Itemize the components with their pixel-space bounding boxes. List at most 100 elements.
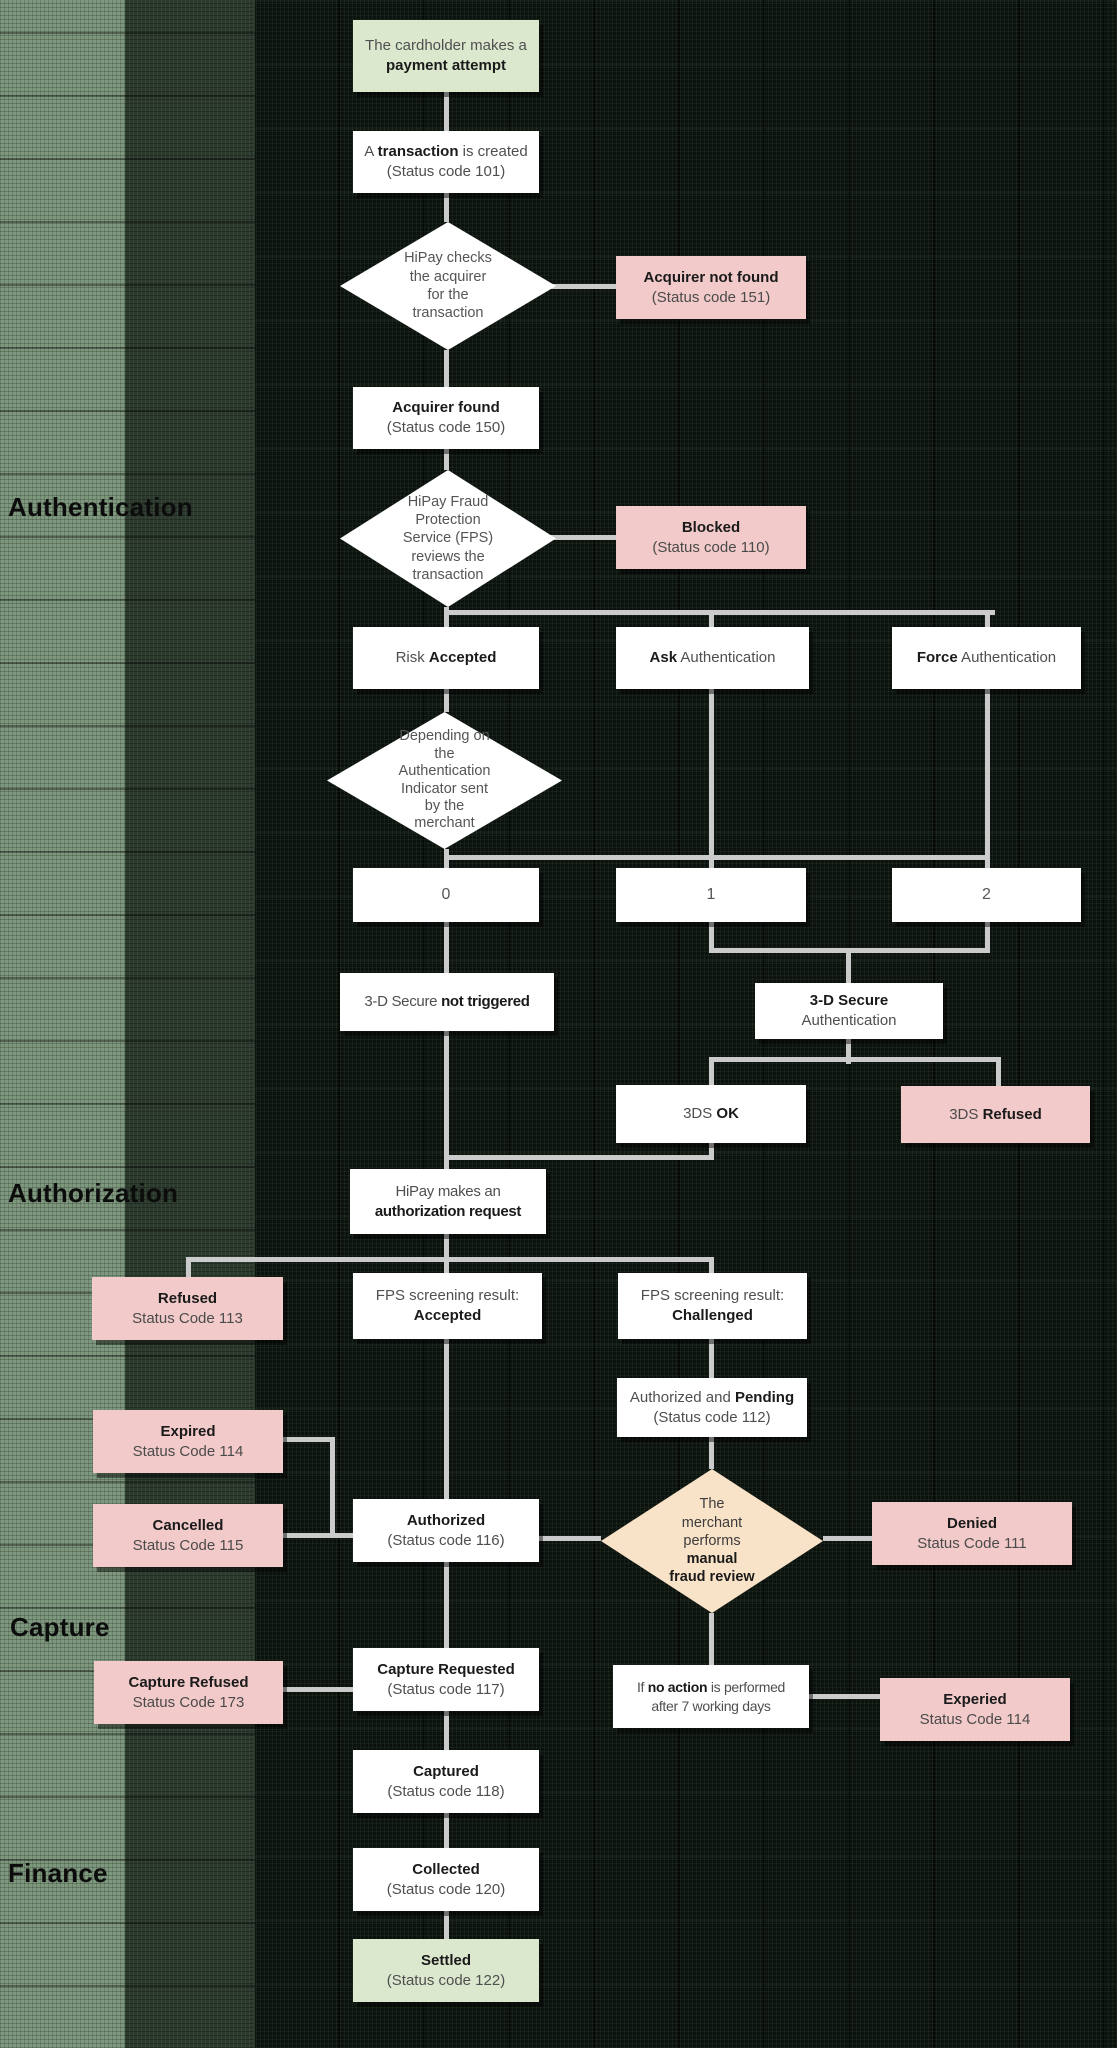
node-acquirer-found: Acquirer found(Status code 150) <box>353 387 539 449</box>
section-label-authorization: Authorization <box>8 1178 179 1208</box>
node-label: Risk Accepted <box>395 649 497 667</box>
connector <box>806 1694 880 1699</box>
node-label: 3-D Secure not triggered <box>364 993 530 1011</box>
node-label: Acquirer not found(Status code 151) <box>643 268 779 306</box>
node-force-authentication: Force Authentication <box>892 627 1081 689</box>
node-label: Collected(Status code 120) <box>386 1860 506 1898</box>
node-authorized: Authorized(Status code 116) <box>353 1499 539 1562</box>
node-label: FPS screening result:Accepted <box>375 1287 520 1324</box>
node-indicator-0: 0 <box>353 868 539 922</box>
connector <box>444 193 449 222</box>
connector <box>539 1536 601 1541</box>
node-label: A transaction is created(Status code 101… <box>364 143 528 180</box>
connector <box>548 284 616 289</box>
connector <box>444 689 449 712</box>
connector <box>444 610 995 615</box>
node-label: 3DS Refused <box>949 1105 1042 1123</box>
node-blocked: Blocked(Status code 110) <box>616 506 806 569</box>
node-label: Settled(Status code 122) <box>386 1951 506 1989</box>
connector <box>283 1437 335 1442</box>
node-label: 1 <box>706 886 716 904</box>
node-label: Acquirer found(Status code 150) <box>386 399 506 436</box>
connector <box>985 922 990 953</box>
connector <box>444 449 449 470</box>
node-label: 2 <box>982 886 991 904</box>
node-ask-authentication: Ask Authentication <box>616 627 809 689</box>
connector <box>444 1562 449 1648</box>
node-label: FPS screening result:Challenged <box>640 1287 785 1324</box>
connector <box>548 535 616 540</box>
connector <box>444 855 990 860</box>
connector <box>283 1687 353 1692</box>
connector <box>709 1339 714 1378</box>
connector <box>996 1057 1001 1086</box>
node-label: 3DS OK <box>683 1105 739 1123</box>
connector <box>709 1057 1001 1062</box>
node-authorized-pending: Authorized and Pending(Status code 112) <box>617 1378 807 1437</box>
connector <box>444 1257 449 1273</box>
connector <box>444 607 449 627</box>
node-label: Ask Authentication <box>649 649 776 667</box>
connector <box>186 1257 714 1262</box>
node-label: Authorized(Status code 116) <box>387 1511 505 1549</box>
node-3ds-ok: 3DS OK <box>616 1085 806 1143</box>
node-label: Force Authentication <box>916 649 1057 667</box>
background-band-mid <box>125 0 255 2048</box>
connector <box>709 1143 714 1160</box>
connector <box>444 1813 449 1848</box>
connector <box>444 1155 714 1160</box>
node-label: Blocked(Status code 110) <box>652 518 770 556</box>
node-fps-challenged: FPS screening result:Challenged <box>618 1273 807 1339</box>
connector <box>444 350 449 387</box>
node-fps-accepted: FPS screening result:Accepted <box>353 1273 542 1339</box>
node-acquirer-not-found: Acquirer not found(Status code 151) <box>616 256 806 319</box>
node-3ds-refused: 3DS Refused <box>901 1086 1090 1143</box>
node-indicator-1: 1 <box>616 868 806 922</box>
connector <box>186 1257 191 1277</box>
connector <box>444 1339 449 1499</box>
connector <box>823 1536 872 1541</box>
section-label-authentication: Authentication <box>8 492 193 522</box>
node-transaction-created: A transaction is created(Status code 101… <box>353 131 539 193</box>
connector <box>709 1613 714 1665</box>
connector <box>709 1257 714 1273</box>
node-collected: Collected(Status code 120) <box>353 1848 539 1911</box>
connector <box>444 1711 449 1750</box>
node-risk-accepted: Risk Accepted <box>353 627 539 689</box>
node-captured: Captured(Status code 118) <box>353 1750 539 1813</box>
connector <box>709 1057 714 1085</box>
connector <box>444 1031 449 1169</box>
connector <box>283 1533 353 1538</box>
connector <box>846 948 851 983</box>
connector <box>444 922 449 973</box>
background-band-light <box>0 0 125 2048</box>
node-3ds-not-triggered: 3-D Secure not triggered <box>340 973 554 1031</box>
connector <box>985 610 990 627</box>
connector <box>709 689 714 868</box>
section-label-finance: Finance <box>8 1858 108 1888</box>
